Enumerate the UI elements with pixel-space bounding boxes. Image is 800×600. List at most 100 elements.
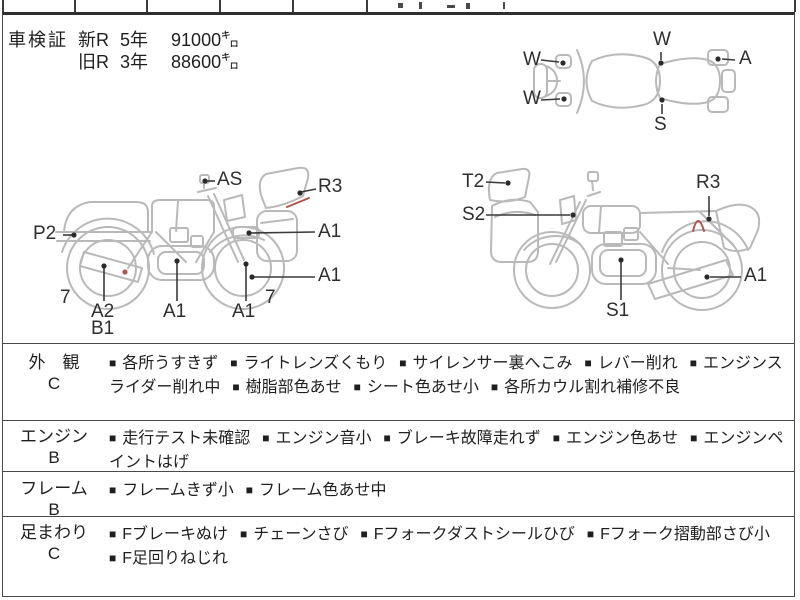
- section-name: 足まわり: [20, 523, 88, 542]
- defect-text: 各所うすきず: [122, 355, 219, 372]
- defect-text: ブレーキ故障走れず: [396, 430, 541, 447]
- bullet-square-icon: ■: [109, 431, 117, 445]
- bullet-square-icon: ■: [109, 483, 117, 497]
- damage-code-AS: AS: [217, 169, 243, 190]
- damage-code-A1: A1: [318, 265, 342, 286]
- defect-item: ■ライトレンズくもり: [230, 355, 387, 372]
- section-label: 足まわり C: [3, 517, 105, 564]
- reg-type: 旧R: [78, 52, 109, 72]
- section-exterior: 外 観 C ■各所うすきず■ライトレンズくもり■サイレンサー裏へこみ■レバー削れ…: [3, 343, 795, 420]
- defect-text: Fフォークダストシールひび: [373, 526, 575, 543]
- damage-code-S: S: [654, 114, 667, 135]
- section-grade: C: [47, 374, 61, 393]
- damage-code-7: 7: [265, 287, 276, 308]
- section-name: フレーム: [20, 479, 88, 498]
- damage-code-W: W: [653, 29, 671, 50]
- defect-item: ■サイレンサー裏へこみ: [399, 355, 572, 372]
- reg-years: 3年: [120, 52, 149, 72]
- section-defect-list: ■ Fブレーキぬけ ■チェーンさび ■ Fフォークダストシールひび ■ Fフォーク摺動部さび…: [109, 517, 793, 571]
- motorcycle-diagram: [55, 49, 761, 311]
- damage-code-A1: A1: [163, 301, 187, 322]
- defect-text: 各所カウル割れ補修不良: [504, 379, 681, 396]
- bullet-square-icon: ■: [490, 380, 499, 394]
- section-label: エンジン B: [3, 421, 105, 468]
- defect-text: エンジンペイントはげ: [109, 430, 784, 471]
- damage-code-A1: A1: [744, 265, 768, 286]
- defect-item: ■ Fブレーキぬけ: [109, 526, 228, 543]
- defect-text: Fブレーキぬけ: [122, 526, 229, 543]
- damage-code-R3: R3: [318, 176, 343, 197]
- damage-code-A2: A2: [91, 301, 115, 322]
- defect-text: フレームきず小: [122, 482, 234, 499]
- damage-mark-r3-right: [692, 220, 705, 232]
- cutoff-cell-border: [292, 0, 294, 12]
- defect-text: フレーム色あせ中: [259, 482, 387, 499]
- defect-text: Fフォーク摺動部さび小: [600, 526, 770, 543]
- damage-code-A: A: [739, 48, 752, 69]
- top-view-bike-drawing: [533, 49, 736, 114]
- cutoff-text-remnant: [419, 2, 422, 9]
- damage-code-7: 7: [60, 287, 71, 308]
- cutoff-text-remnant: [398, 3, 403, 8]
- defect-text: エンジンスライダー削れ中: [109, 355, 783, 396]
- section-defect-list: ■走行テスト未確認■エンジン音小■ブレーキ故障走れず■エンジン色あせ■エンジンペ…: [109, 421, 793, 474]
- section-label: 外 観 C: [3, 344, 105, 394]
- bullet-square-icon: ■: [353, 380, 361, 394]
- cutoff-cell-border: [219, 0, 221, 12]
- defect-item: ■エンジンペイントはげ: [109, 430, 783, 471]
- bullet-square-icon: ■: [109, 527, 117, 541]
- defect-item: ■ Fフォーク摺動部さび小: [587, 526, 770, 543]
- reg-odometer: 91000㌔: [171, 30, 240, 50]
- registration-label: 車検証: [8, 30, 68, 50]
- cutoff-cell-border: [146, 0, 148, 12]
- bullet-square-icon: ■: [552, 431, 561, 445]
- bullet-square-icon: ■: [360, 527, 368, 541]
- bullet-square-icon: ■: [586, 527, 595, 541]
- section-defect-list: ■各所うすきず■ライトレンズくもり■サイレンサー裏へこみ■レバー削れ■エンジンス…: [109, 344, 793, 400]
- defect-text: 樹脂部色あせ: [245, 379, 342, 396]
- defect-item: ■ 各所うすきず: [109, 355, 218, 372]
- reg-type: 新R: [78, 30, 109, 50]
- damage-code-A1: A1: [318, 221, 342, 242]
- cutoff-cell-border: [366, 0, 368, 12]
- damage-code-B1: B1: [91, 318, 115, 339]
- damage-code-P2: P2: [33, 223, 57, 244]
- cutoff-text-remnant: [466, 3, 470, 9]
- right-bike-drawing: [487, 167, 761, 311]
- defect-item: ■レバー削れ: [584, 355, 677, 372]
- bullet-square-icon: ■: [399, 356, 407, 370]
- reg-odometer: 88600㌔: [171, 52, 240, 72]
- damage-dot-muffler: [122, 269, 128, 275]
- section-name: 外 観: [28, 353, 80, 372]
- sheet-border: [2, 12, 795, 597]
- defect-text: エンジン色あせ: [566, 430, 679, 447]
- leader-lines: [63, 52, 741, 301]
- section-engine: エンジン B ■走行テスト未確認■エンジン音小■ブレーキ故障走れず■エンジン色あ…: [3, 420, 795, 471]
- bullet-square-icon: ■: [383, 431, 391, 445]
- section-defect-list: ■ フレームきず小■ フレーム色あせ中: [109, 472, 793, 503]
- defect-item: ■エンジン音小: [262, 430, 371, 447]
- damage-code-S1: S1: [606, 300, 630, 321]
- cutoff-text-remnant: [503, 2, 505, 9]
- defect-item: ■ Fフォークダストシールひび: [360, 526, 574, 543]
- damage-mark-r3-left: [286, 197, 310, 208]
- leader-dots: [71, 56, 721, 280]
- bullet-square-icon: ■: [232, 380, 240, 394]
- defect-text: ライトレンズくもり: [243, 355, 388, 372]
- defect-text: レバー削れ: [597, 355, 678, 372]
- left-bike-drawing: [55, 166, 310, 310]
- cutoff-text-remnant: [447, 5, 455, 8]
- damage-code-R3: R3: [696, 172, 721, 193]
- defect-item: ■ ブレーキ故障走れず: [384, 430, 541, 447]
- section-undercarriage: 足まわり C ■ Fブレーキぬけ ■チェーンさび ■ Fフォークダストシールひび ■ Fフォ…: [3, 516, 795, 596]
- reg-years: 5年: [120, 30, 149, 50]
- bullet-square-icon: ■: [109, 356, 117, 370]
- cutoff-cell-border: [794, 0, 796, 12]
- defect-item: ■チェーンさび: [240, 526, 348, 543]
- defect-item: ■ 各所カウル割れ補修不良: [491, 379, 680, 396]
- damage-code-S2: S2: [462, 204, 486, 225]
- damage-code-A1: A1: [232, 301, 256, 322]
- cutoff-cell-border: [2, 0, 4, 12]
- defect-item: ■ フレームきず小: [109, 482, 234, 499]
- damage-code-T2: T2: [462, 171, 485, 192]
